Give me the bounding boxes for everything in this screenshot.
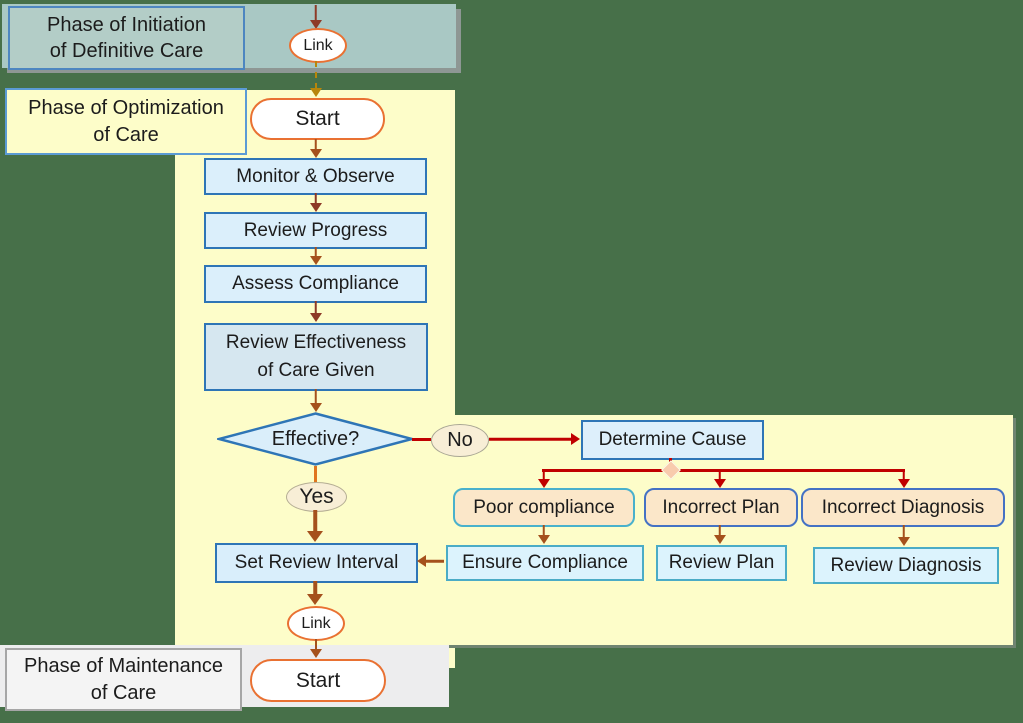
dashed-arrow-link-to-start-bottom	[309, 639, 322, 658]
process-assess-compliance: Assess Compliance	[204, 265, 427, 303]
decision-effective-shape	[217, 412, 414, 466]
action-ensure-compliance: Ensure Compliance	[446, 545, 644, 581]
arrow-yes-to-set-review	[307, 510, 323, 542]
arrow-start-to-monitor	[309, 139, 322, 158]
phase-optimization-label: Phase of Optimization of Care	[5, 88, 247, 155]
arrow-set-review-to-link	[307, 581, 323, 605]
process-review-effectiveness: Review Effectiveness of Care Given	[204, 323, 428, 391]
process-determine-cause: Determine Cause	[581, 420, 764, 460]
process-monitor-observe: Monitor & Observe	[204, 158, 427, 195]
process-determine-cause-label: Determine Cause	[598, 429, 747, 450]
action-ensure-compliance-label: Ensure Compliance	[462, 552, 628, 573]
arrow-assess-to-effectiveness	[309, 301, 322, 322]
phase-maintenance-line1: Phase of Maintenance	[23, 655, 224, 678]
cause-poor-compliance: Poor compliance	[453, 488, 635, 527]
cause-incorrect-plan: Incorrect Plan	[644, 488, 798, 527]
cause-incorrect-plan-label: Incorrect Plan	[662, 496, 780, 518]
phase-optimization-line1: Phase of Optimization	[28, 97, 224, 120]
arrow-no-to-determine-cause	[489, 432, 580, 446]
action-review-plan: Review Plan	[656, 545, 787, 581]
arrow-plan-to-review-plan	[713, 525, 726, 544]
yes-connector-label: Yes	[299, 485, 334, 508]
dashed-arrow-link-to-start	[309, 61, 322, 97]
no-connector: No	[431, 424, 489, 457]
process-review-effectiveness-line2: of Care Given	[257, 360, 375, 381]
arrow-diagnosis-to-review-diagnosis	[897, 525, 910, 546]
cause-poor-compliance-label: Poor compliance	[473, 496, 615, 518]
phase-maintenance-label: Phase of Maintenance of Care	[5, 648, 242, 711]
arrow-branch-to-incorrect-plan	[713, 471, 726, 488]
decision-effective-text: Effective?	[271, 427, 360, 450]
action-review-diagnosis-label: Review Diagnosis	[830, 554, 982, 576]
link-node-bottom-label: Link	[301, 614, 331, 632]
phase-initiation-label: Phase of Initiation of Definitive Care	[8, 6, 245, 70]
arrow-into-link-top	[309, 5, 322, 29]
process-set-review-interval-label: Set Review Interval	[234, 552, 399, 573]
action-review-plan-label: Review Plan	[668, 552, 775, 573]
phase-initiation-line2: of Definitive Care	[49, 40, 204, 62]
branch-horizontal-line	[542, 469, 905, 472]
arrow-ensure-to-set-review	[417, 554, 444, 568]
link-node-bottom: Link	[287, 606, 345, 641]
arrow-poor-to-ensure	[537, 525, 550, 544]
arrow-review-progress-to-assess	[309, 247, 322, 265]
cause-incorrect-diagnosis: Incorrect Diagnosis	[801, 488, 1005, 527]
phase-maintenance-line2: of Care	[90, 681, 157, 704]
process-review-effectiveness-line1: Review Effectiveness	[225, 331, 407, 353]
link-node-top: Link	[289, 28, 347, 63]
action-review-diagnosis: Review Diagnosis	[813, 547, 999, 584]
no-connector-label: No	[447, 429, 473, 451]
arrow-branch-to-poor-compliance	[537, 471, 550, 488]
cause-incorrect-diagnosis-label: Incorrect Diagnosis	[821, 496, 985, 518]
process-assess-compliance-label: Assess Compliance	[232, 273, 399, 294]
process-monitor-observe-label: Monitor & Observe	[236, 165, 395, 187]
arrow-effectiveness-to-decision	[309, 389, 322, 412]
process-review-progress-label: Review Progress	[243, 219, 388, 241]
start-node-maintenance-label: Start	[295, 668, 341, 692]
process-review-progress: Review Progress	[204, 212, 427, 249]
yes-connector: Yes	[286, 482, 347, 512]
arrow-branch-to-incorrect-diagnosis	[897, 471, 910, 488]
process-set-review-interval: Set Review Interval	[215, 543, 418, 583]
phase-initiation-line1: Phase of Initiation	[47, 13, 206, 36]
arrow-monitor-to-review-progress	[309, 193, 322, 212]
start-node-optimization: Start	[250, 98, 385, 140]
phase-optimization-line2: of Care	[93, 123, 159, 146]
decision-effective-label: Effective?	[217, 412, 414, 466]
start-node-optimization-label: Start	[295, 107, 340, 130]
line-decision-to-yes	[314, 466, 317, 484]
link-node-top-label: Link	[303, 36, 333, 54]
line-decision-to-no	[412, 438, 431, 441]
start-node-maintenance: Start	[250, 659, 386, 702]
